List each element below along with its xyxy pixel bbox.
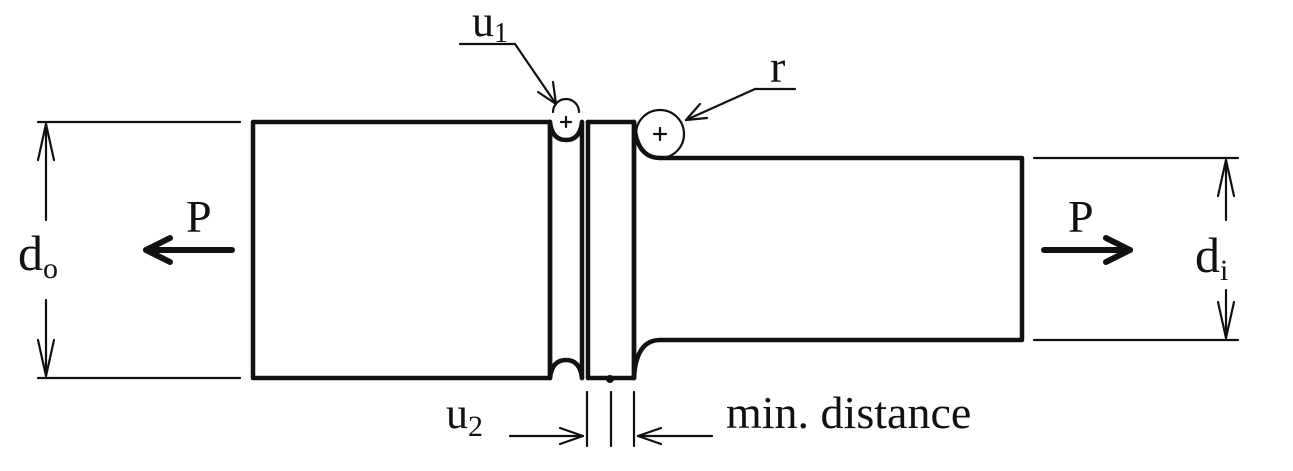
load-right-arrow (1041, 235, 1133, 265)
do-dimension (36, 120, 242, 380)
load-left-label: P (186, 191, 212, 242)
r-label: r (770, 41, 785, 92)
r-marker (634, 108, 686, 160)
do-label: do (18, 225, 58, 285)
u1-label: u1 (472, 0, 508, 49)
r-leader (684, 87, 797, 122)
groove-u1-bottom (547, 357, 585, 381)
fillet-bottom (631, 337, 663, 381)
u2-label: u2 (446, 389, 483, 443)
large-section (250, 119, 553, 381)
bottom-extension-lines (585, 390, 636, 448)
min-distance-leader (636, 426, 714, 446)
u1-leader (458, 42, 558, 106)
specimen-outline (250, 119, 1025, 383)
bottom-center-dot (606, 375, 614, 383)
small-section (657, 155, 1025, 343)
min-distance-label: min. distance (726, 387, 971, 438)
load-right-label: P (1068, 191, 1094, 242)
di-label: di (1195, 227, 1228, 287)
di-dimension (1032, 156, 1240, 342)
collar (585, 119, 637, 381)
u2-leader (508, 426, 585, 446)
u1-marker (551, 97, 581, 129)
load-left-arrow (143, 235, 235, 265)
